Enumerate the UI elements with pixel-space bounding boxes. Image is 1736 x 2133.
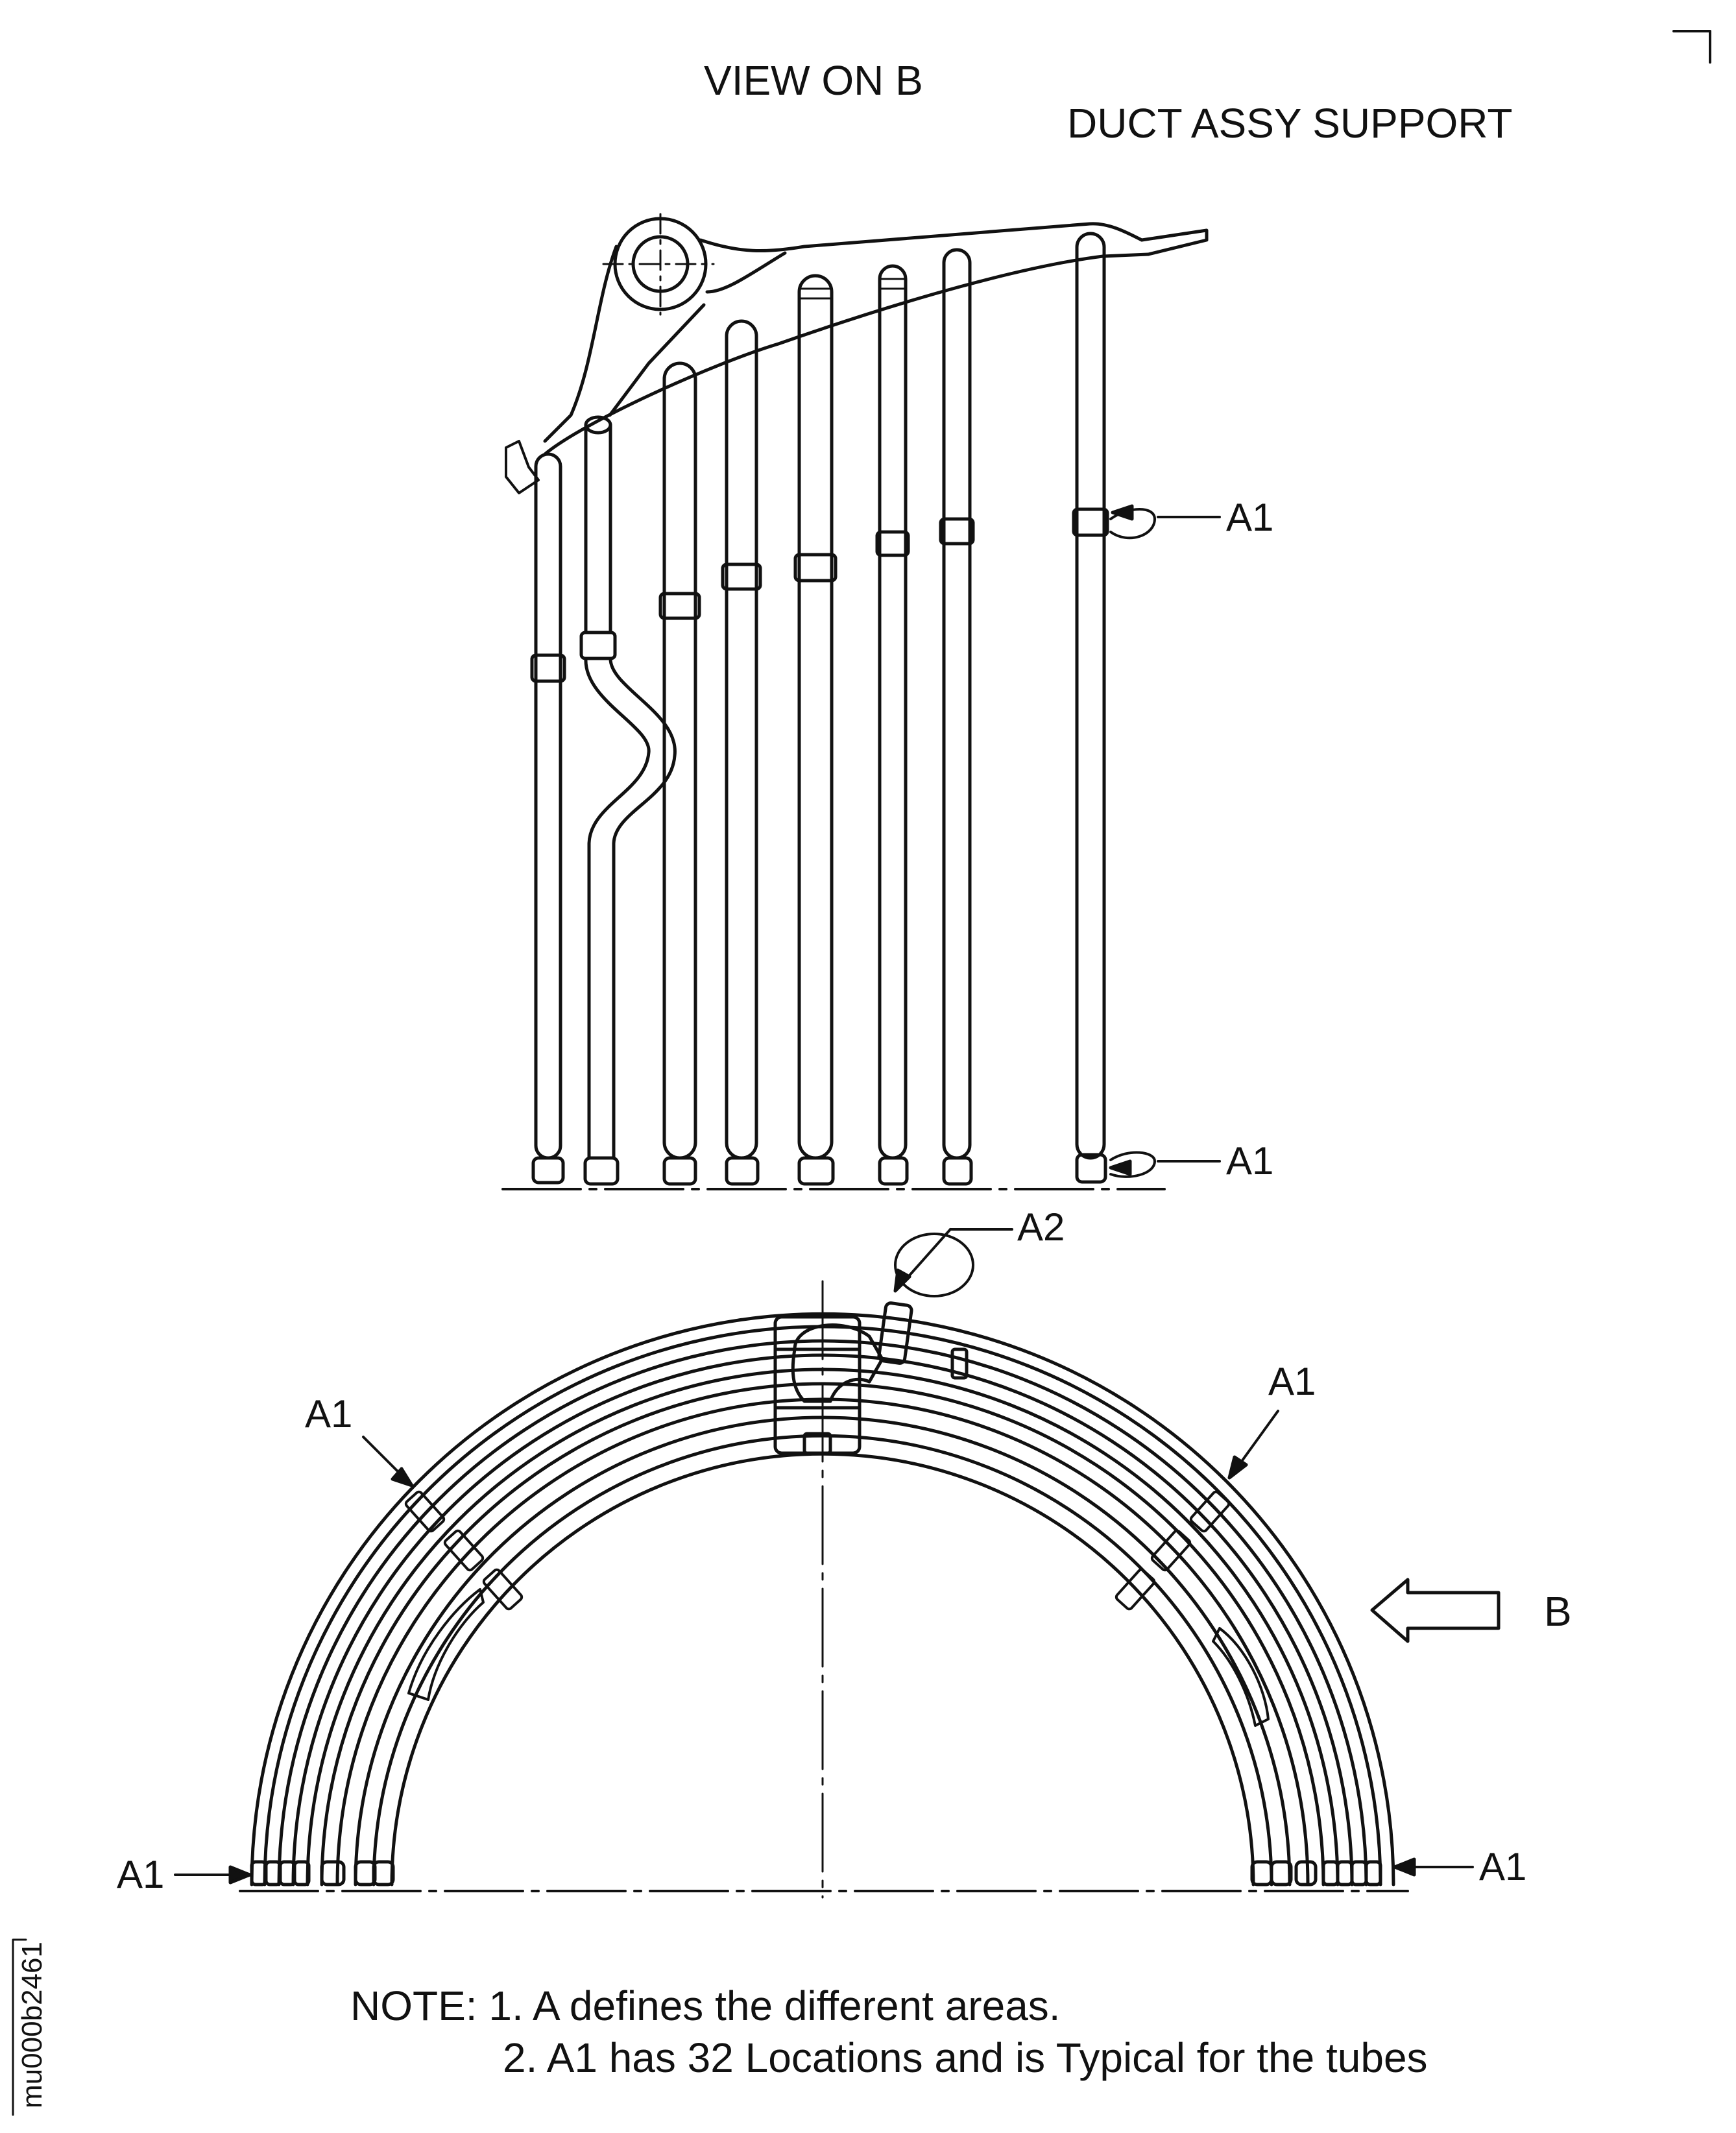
note-line-2: 2. A1 has 32 Locations and is Typical fo… bbox=[503, 2034, 1428, 2081]
a1-base-right-label: A1 bbox=[1479, 1845, 1527, 1888]
note-prefix: NOTE: bbox=[350, 1982, 477, 2029]
center-fitting bbox=[773, 1301, 969, 1455]
tube-8 bbox=[1072, 232, 1109, 1184]
arc-ends-left bbox=[250, 1860, 395, 1886]
a1-top-callout bbox=[1109, 504, 1221, 540]
arc-clamps bbox=[404, 1490, 1270, 1727]
a1-arc-right-label: A1 bbox=[1268, 1360, 1316, 1403]
tube-3 bbox=[658, 361, 701, 1186]
a1-bottom-callout bbox=[1109, 1151, 1221, 1178]
a1-base-left-arrow bbox=[174, 1865, 252, 1885]
a2-callout bbox=[893, 1228, 1013, 1297]
tube-1 bbox=[530, 452, 566, 1185]
duct-support-bracket bbox=[505, 213, 1209, 494]
ref-bracket bbox=[12, 1938, 27, 2116]
a1-base-right-arrow bbox=[1393, 1857, 1474, 1877]
arc-ends-right bbox=[1250, 1860, 1382, 1886]
tube-4 bbox=[721, 319, 762, 1186]
a1-arc-right-leader bbox=[1227, 1410, 1279, 1480]
view-b-label: B bbox=[1544, 1588, 1572, 1635]
tube-2 bbox=[579, 415, 677, 1186]
corner-mark bbox=[1672, 30, 1711, 64]
a2-label: A2 bbox=[1017, 1205, 1065, 1249]
a1-top-label: A1 bbox=[1226, 496, 1274, 539]
tube-6 bbox=[875, 264, 910, 1186]
note-text-1: 1. A defines the different areas. bbox=[488, 1982, 1061, 2029]
a1-arc-left-leader bbox=[362, 1436, 414, 1488]
duct-support-label: DUCT ASSY SUPPORT bbox=[1067, 100, 1513, 147]
tube-5 bbox=[793, 274, 838, 1186]
tube-7 bbox=[939, 248, 975, 1186]
a1-base-left-label: A1 bbox=[117, 1853, 165, 1896]
a1-bottom-label: A1 bbox=[1226, 1139, 1274, 1183]
view-b-arrow bbox=[1370, 1578, 1501, 1643]
note-line-1: NOTE: 1. A defines the different areas. bbox=[350, 1985, 1061, 2027]
view-title: VIEW ON B bbox=[704, 57, 923, 104]
vertical-tubes bbox=[530, 232, 1109, 1186]
reference-code: mu000b2461 bbox=[16, 1942, 48, 2108]
a1-arc-left-label: A1 bbox=[305, 1392, 353, 1436]
